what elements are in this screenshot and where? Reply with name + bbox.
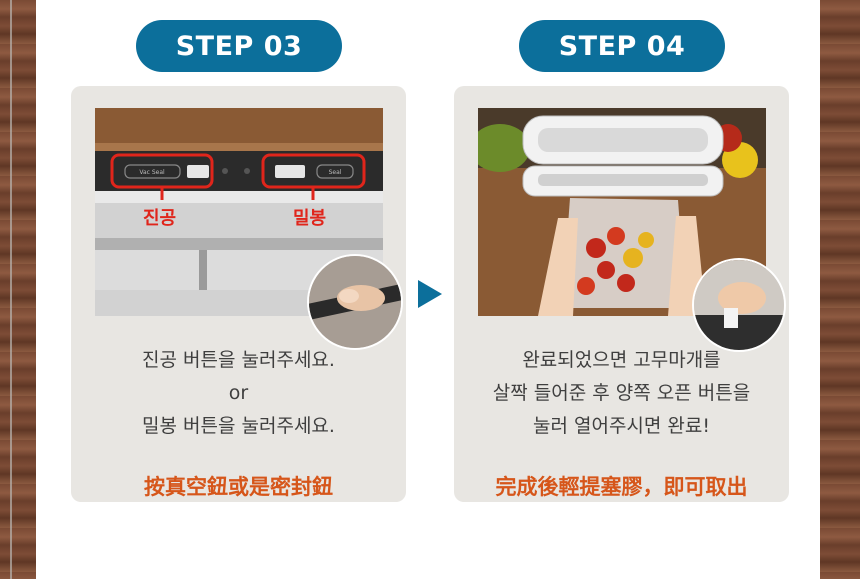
step-03-card: Vac Seal Seal 진공 밀봉 진공 버튼을 눌러주세요. or 밀봉 … [71,86,406,502]
step-04-badge: STEP 04 [519,20,725,72]
vac-seal-button-text: Vac Seal [139,169,165,176]
wood-background-left [0,0,36,579]
seal-label: 밀봉 [293,208,327,229]
step-03-label: STEP 03 [175,30,303,62]
content-panel: STEP 03 Vac Seal Seal [36,0,820,579]
vacuum-label: 진공 [143,208,177,229]
step-04-label: STEP 04 [558,30,686,62]
divider [10,0,12,579]
step-03-chinese-caption: 按真空鈕或是密封鈕 [144,475,333,499]
step-04-card: 완료되었으면 고무마개를 살짝 들어준 후 양쪽 오픈 버튼을 눌러 열어주시면… [454,86,789,502]
seal-button-text: Seal [329,169,342,176]
desc-line-1: 완료되었으면 고무마개를 [522,349,721,371]
step-04-description: 완료되었으면 고무마개를 살짝 들어준 후 양쪽 오픈 버튼을 눌러 열어주시면… [454,344,789,443]
step-04-chinese-caption: 完成後輕提塞膠，即可取出 [495,475,748,499]
rubber-cap-inset [692,258,786,352]
desc-line-3: 눌러 열어주시면 완료! [532,415,711,437]
desc-line-3: 밀봉 버튼을 눌러주세요. [142,415,335,437]
step-03-description: 진공 버튼을 눌러주세요. or 밀봉 버튼을 눌러주세요. [71,344,406,443]
desc-line-2: or [228,382,249,404]
desc-line-1: 진공 버튼을 눌러주세요. [142,349,335,371]
desc-line-2: 살짝 들어준 후 양쪽 오픈 버튼을 [492,382,751,404]
button-press-inset [307,254,403,350]
wood-background-right [820,0,860,579]
step-03-badge: STEP 03 [136,20,342,72]
arrow-right-icon [418,280,442,308]
